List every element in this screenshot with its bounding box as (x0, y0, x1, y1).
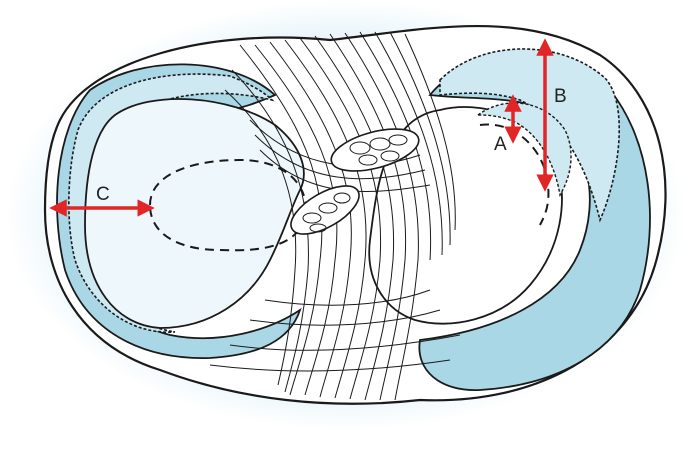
label-b: B (554, 86, 567, 107)
label-c: C (96, 184, 110, 205)
label-a: A (494, 134, 507, 155)
